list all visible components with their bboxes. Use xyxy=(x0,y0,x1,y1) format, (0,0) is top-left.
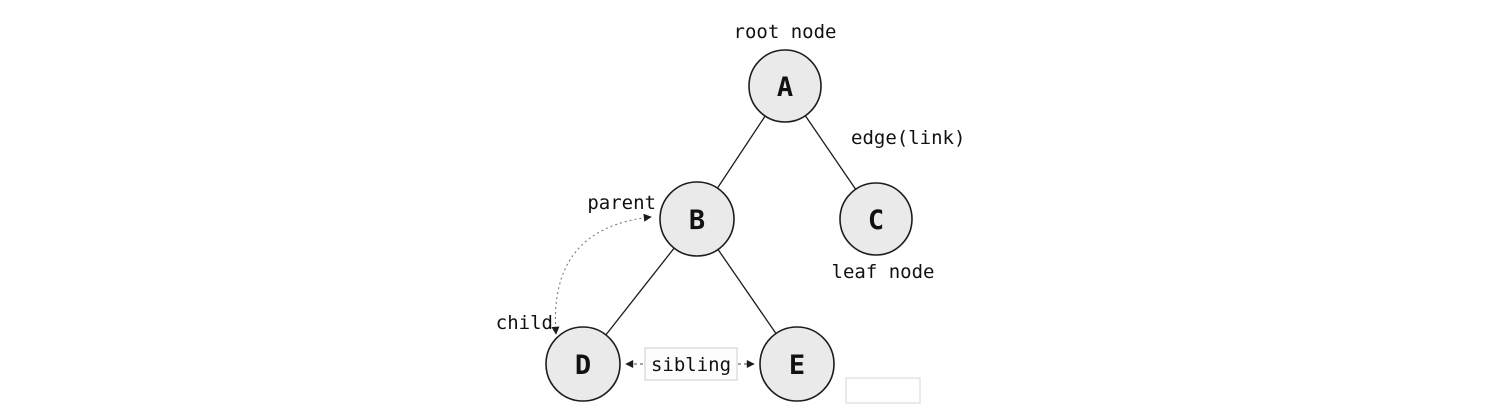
root-node-annotation: root node xyxy=(734,21,837,43)
node-a: A xyxy=(748,49,822,123)
sibling-label-box xyxy=(644,347,738,381)
edge-link-annotation: edge(link) xyxy=(851,127,965,149)
child-annotation: child xyxy=(496,312,553,334)
leaf-node-annotation: leaf node xyxy=(832,261,935,283)
node-d-circle xyxy=(545,326,621,402)
node-b-label: B xyxy=(689,205,705,236)
node-c-label: C xyxy=(868,205,884,236)
node-e-label: E xyxy=(789,350,805,381)
node-d: D xyxy=(545,326,621,402)
node-d-label: D xyxy=(575,350,591,381)
parent-annotation: parent xyxy=(587,192,656,214)
node-b: B xyxy=(659,181,735,257)
parent-child-arrow xyxy=(551,213,652,335)
node-a-circle xyxy=(748,49,822,123)
node-e-circle xyxy=(759,326,835,402)
sibling-relation: sibling xyxy=(625,347,755,381)
sibling-annotation: sibling xyxy=(651,354,731,376)
node-c: C xyxy=(839,182,913,256)
node-c-circle xyxy=(839,182,913,256)
node-e: E xyxy=(759,326,835,402)
node-a-label: A xyxy=(777,72,793,103)
empty-label-box xyxy=(845,377,921,404)
node-b-circle xyxy=(659,181,735,257)
